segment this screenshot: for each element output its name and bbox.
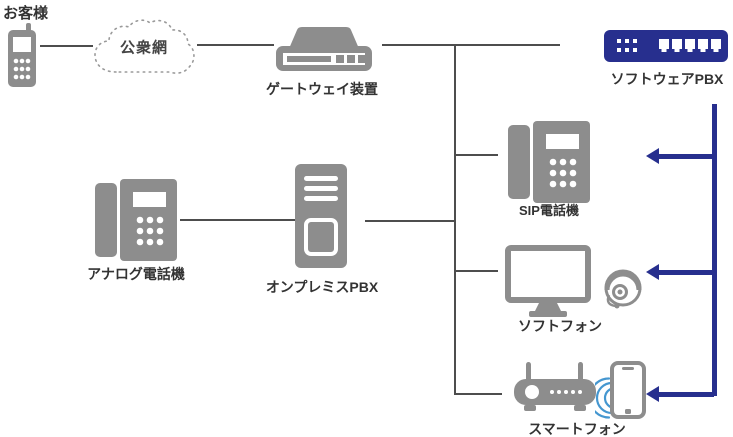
connector-branch-smartphone	[456, 393, 502, 395]
headset-person-icon	[596, 263, 646, 313]
connector-main-vertical	[454, 44, 456, 395]
onprem-pbx-label: オンプレミスPBX	[265, 279, 379, 295]
wifi-router-icon	[514, 362, 600, 416]
analog-phone-label: アナログ電話機	[87, 266, 185, 282]
gateway-label: ゲートウェイ装置	[266, 81, 378, 97]
public-network-label: 公衆網	[119, 39, 169, 57]
monitor-icon	[505, 245, 591, 317]
navy-arrow-bar-smartphone	[657, 392, 714, 397]
cloud-icon	[92, 18, 198, 80]
navy-arrow-bar-sip	[657, 154, 714, 159]
mobile-phone-icon	[7, 23, 37, 87]
smartphone-icon	[610, 361, 646, 419]
connector-branch-softphone	[456, 270, 498, 272]
softphone-label: ソフトフォン	[518, 318, 602, 334]
connector-phone-cloud	[40, 45, 93, 47]
sip-phone-label: SIP電話機	[519, 203, 579, 218]
gateway-icon	[274, 25, 374, 73]
left-arrow-icon	[646, 264, 659, 280]
desk-phone-icon	[95, 179, 177, 261]
connector-cloud-gateway	[197, 44, 274, 46]
tower-pbx-icon	[295, 164, 347, 268]
customer-label: お客様	[3, 5, 49, 22]
desk-phone-icon	[508, 121, 590, 203]
connector-gateway-right	[382, 44, 560, 46]
left-arrow-icon	[646, 148, 659, 164]
smartphone-label: スマートフォン	[528, 421, 626, 437]
connector-branch-sip	[456, 154, 498, 156]
software-pbx-icon	[604, 30, 728, 62]
navy-rail-vertical	[712, 104, 717, 396]
navy-arrow-bar-softphone	[657, 270, 714, 275]
connector-analog-pbx	[180, 219, 295, 221]
left-arrow-icon	[646, 386, 659, 402]
software-pbx-label: ソフトウェアPBX	[610, 71, 724, 87]
connector-pbx-junction	[365, 220, 455, 222]
